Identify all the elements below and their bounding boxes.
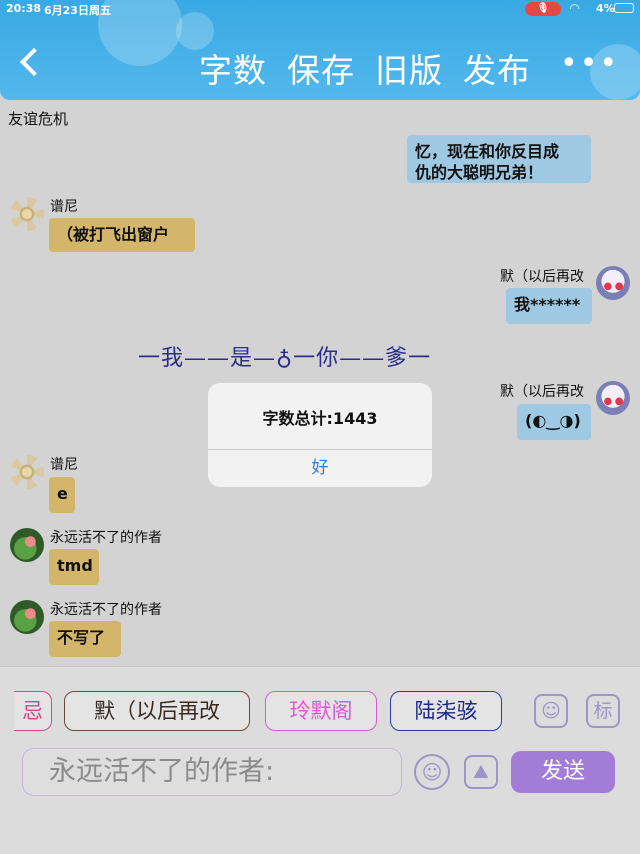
tag-button[interactable]: 标 [586,694,620,728]
avatar[interactable] [10,455,44,489]
app-header: 20:38 6月23日周五 🎙 ◠ 4% 字数 保存 旧版 发布 ••• [0,0,640,100]
status-battery: 4% [596,2,615,15]
status-bar: 20:38 6月23日周五 🎙 ◠ 4% [0,0,640,18]
save-button[interactable]: 保存 [287,51,355,90]
message-bubble[interactable]: （被打飞出窗户 [49,218,195,252]
avatar[interactable] [596,266,630,300]
mic-icon: 🎙 [525,2,561,16]
message-bubble[interactable]: 我****** [506,288,592,324]
alert-message: 字数总计:1443 [262,409,378,428]
decor-bubble [98,0,182,66]
decor-bubble [590,44,640,100]
status-date: 6月23日周五 [44,4,111,17]
sender-name: 谱尼 [50,457,78,473]
sender-name: 永远活不了的作者 [50,530,162,546]
handwritten-divider: 一我——是—♁一你——爹一 [138,346,432,371]
battery-icon [614,3,634,13]
character-chip[interactable]: 忌 [14,691,52,731]
alert-ok-button[interactable]: 好 [311,458,329,478]
wifi-icon: ◠ [570,1,580,15]
message-bubble[interactable]: tmd [49,549,99,585]
message-input[interactable]: 永远活不了的作者: [22,748,402,796]
sender-name: 默（以后再改 [500,269,584,285]
message-bubble[interactable]: 忆，现在和你反目成 仇的大聪明兄弟！ [407,135,591,183]
sender-name: 默（以后再改 [500,384,584,400]
avatar[interactable] [596,381,630,415]
decor-bubble [176,12,214,50]
message-bubble[interactable]: 不写了 [49,621,121,657]
old-version-button[interactable]: 旧版 [375,51,443,90]
avatar[interactable] [10,600,44,634]
more-icon[interactable]: ••• [560,46,620,81]
emoji-icon[interactable]: ☺ [414,754,450,790]
message-bubble[interactable]: (◐‿◑) [517,404,591,440]
message-bubble[interactable]: e [49,477,75,513]
image-icon[interactable]: ⛰ [464,755,498,789]
character-chip[interactable]: 陆柒骇 [390,691,502,731]
back-icon[interactable] [19,47,49,77]
sender-name: 永远活不了的作者 [50,602,162,618]
publish-button[interactable]: 发布 [463,51,531,90]
person-icon[interactable]: ☺ [534,694,568,728]
avatar[interactable] [10,528,44,562]
sender-name: 谱尼 [50,199,78,215]
status-time: 20:38 [6,2,42,15]
word-count-button[interactable]: 字数 [199,51,267,90]
character-chip[interactable]: 默（以后再改 [64,691,250,731]
word-count-alert: 字数总计:1443 好 [208,383,432,487]
avatar[interactable] [10,197,44,231]
alert-divider [208,449,432,450]
send-button[interactable]: 发送 [511,751,615,793]
character-chip[interactable]: 玲默阁 [265,691,377,731]
chat-title: 友谊危机 [8,110,69,128]
